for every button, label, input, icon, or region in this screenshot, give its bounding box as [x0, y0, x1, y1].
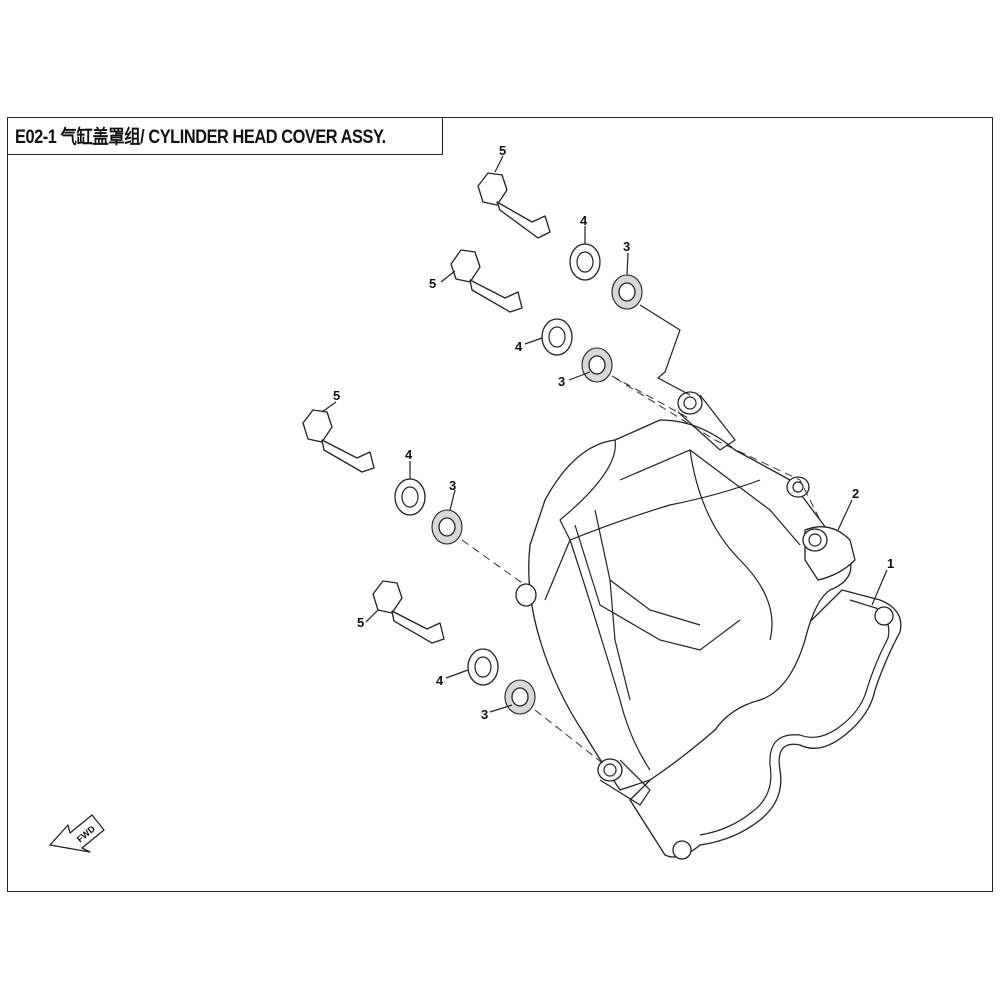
seal-part-3-c [431, 509, 463, 545]
callout-5-b: 5 [429, 276, 436, 291]
bolt-part-5-b [450, 249, 523, 313]
callout-1: 1 [887, 556, 894, 571]
callout-5-d: 5 [357, 615, 364, 630]
callout-4-b: 4 [515, 339, 523, 354]
bolt-part-5-c [302, 409, 375, 473]
washer-part-4-a [569, 243, 601, 281]
callout-3-d: 3 [481, 707, 488, 722]
callout-4-d: 4 [436, 673, 444, 688]
bolt-part-5-d [372, 580, 445, 644]
fwd-arrow-icon: FWD [49, 814, 105, 853]
assembly-lines [461, 304, 821, 766]
washer-part-4-d [467, 648, 499, 686]
drawing-frame [7, 117, 993, 892]
gasket-part-1 [629, 589, 902, 860]
washer-part-4-c [394, 478, 426, 516]
bolt-part-5-a [477, 172, 551, 239]
seal-part-3-a [611, 274, 643, 310]
seal-part-3-b [581, 347, 613, 383]
callout-2: 2 [852, 486, 859, 501]
washer-part-4-b [541, 318, 573, 356]
leader-lines [321, 155, 888, 713]
grommet-part-2 [802, 526, 856, 581]
callout-3-a: 3 [623, 239, 630, 254]
seal-part-3-d [504, 679, 536, 715]
callout-5-c: 5 [333, 388, 340, 403]
cylinder-head-cover [515, 391, 852, 806]
callout-4-a: 4 [580, 213, 588, 228]
callout-4-c: 4 [405, 447, 413, 462]
title-box: E02-1 气缸盖罩组/ CYLINDER HEAD COVER ASSY. [7, 117, 443, 155]
callout-5-a: 5 [499, 143, 506, 158]
callout-3-b: 3 [558, 374, 565, 389]
page-title: E02-1 气缸盖罩组/ CYLINDER HEAD COVER ASSY. [15, 127, 386, 148]
callout-3-c: 3 [449, 478, 456, 493]
